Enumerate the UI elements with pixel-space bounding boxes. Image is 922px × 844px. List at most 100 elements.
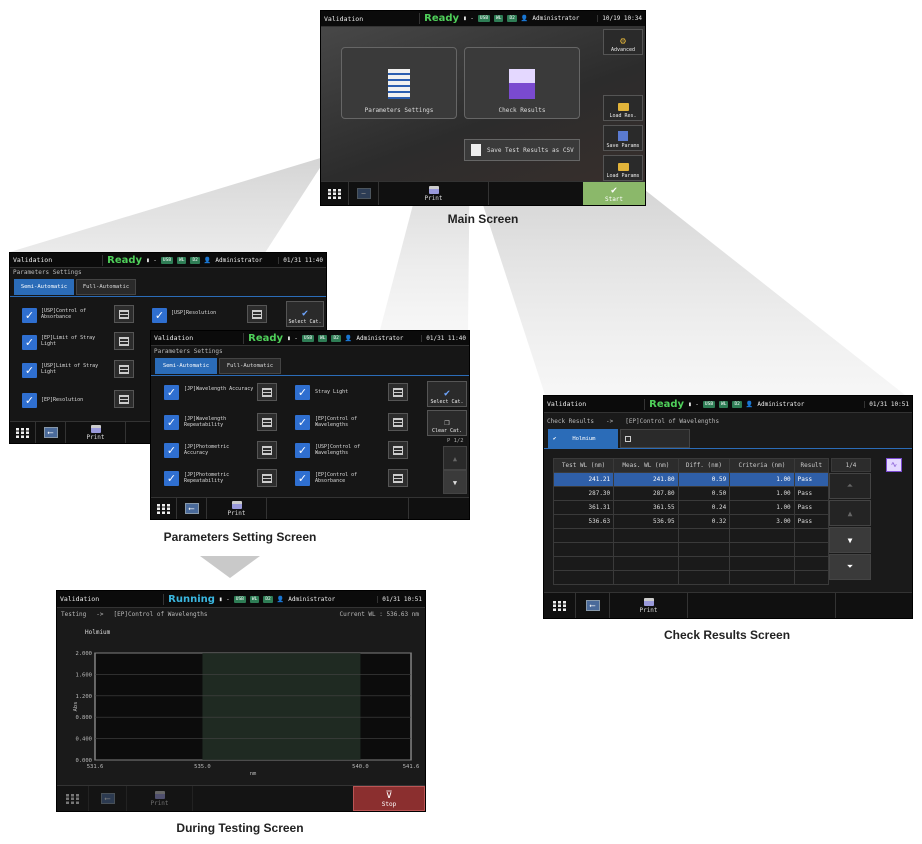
start-button[interactable]: ✔Start — [583, 182, 645, 205]
param-detail-button[interactable] — [257, 383, 277, 401]
grid-icon — [66, 793, 79, 804]
param-label: [JP]Photometric Accuracy — [184, 444, 230, 456]
select-category-button[interactable]: ✔ Select Cat. — [427, 381, 467, 407]
clear-category-button[interactable]: ❐ Clear Cat. — [427, 410, 467, 436]
table-cell: 1.00 — [729, 500, 795, 515]
parameters-settings-button[interactable]: Parameters Settings — [341, 47, 457, 119]
stop-button[interactable]: ⊽Stop — [353, 786, 425, 811]
printer-icon — [154, 790, 165, 799]
table-cell: 241.80 — [613, 472, 679, 487]
checkbox-jp-photometric-accuracy[interactable]: ✓ — [164, 443, 179, 458]
table-cell: 0.24 — [677, 500, 731, 515]
y-tick-label: 1.600 — [75, 672, 92, 678]
page-up-button[interactable]: ▲ — [829, 500, 871, 526]
back-button[interactable]: ⟵ — [576, 593, 610, 618]
back-button[interactable]: ⟵ — [36, 422, 66, 443]
page-down-button[interactable]: ▼ — [829, 527, 871, 553]
checkbox-usp-control-absorbance[interactable]: ✓ — [22, 308, 37, 323]
param-detail-button[interactable] — [114, 390, 134, 408]
floppy-icon — [618, 131, 628, 141]
checkbox-usp-resolution[interactable]: ✓ — [152, 308, 167, 323]
param-detail-button[interactable] — [257, 469, 277, 487]
checkbox-ep-control-wavelengths[interactable]: ✓ — [295, 415, 310, 430]
clock: 01/31 10:51 — [864, 400, 909, 408]
print-button[interactable]: Print — [66, 422, 126, 443]
d2-lamp-icon: D2 — [732, 400, 742, 408]
last-page-button[interactable]: ⏷ — [829, 554, 871, 580]
back-button[interactable]: ⟵ — [177, 498, 207, 519]
print-button[interactable]: Print — [127, 786, 193, 811]
param-detail-button[interactable] — [388, 383, 408, 401]
tab-semi-automatic[interactable]: Semi-Automatic — [155, 358, 217, 374]
back-arrow-icon: ⟵ — [43, 427, 58, 438]
table-cell: 0.50 — [677, 486, 731, 501]
back-button[interactable]: − — [349, 182, 379, 205]
tab-full-automatic[interactable]: Full-Automatic — [219, 358, 281, 374]
grid-icon — [157, 503, 170, 514]
tab-second[interactable] — [620, 429, 690, 448]
save-params-button[interactable]: Save Params — [603, 125, 643, 151]
page-up-button[interactable]: ▲ — [443, 446, 467, 470]
print-button[interactable]: Print — [610, 593, 688, 618]
user-icon: 👤 — [344, 334, 353, 342]
table-row — [552, 556, 830, 571]
menu-button[interactable] — [321, 182, 349, 205]
check-results-button[interactable]: Check Results — [464, 47, 580, 119]
param-detail-button[interactable] — [388, 441, 408, 459]
checkbox-jp-wavelength-accuracy[interactable]: ✓ — [164, 385, 179, 400]
check-circle-icon: ✔ — [610, 184, 618, 196]
menu-button[interactable] — [544, 593, 576, 618]
folder-icon — [617, 103, 629, 111]
tab-semi-automatic[interactable]: Semi-Automatic — [14, 279, 74, 295]
checkbox-ep-control-absorbance[interactable]: ✓ — [295, 471, 310, 486]
param-detail-button[interactable] — [388, 469, 408, 487]
checkbox-usp-stray-light[interactable]: ✓ — [22, 363, 37, 378]
param-detail-button[interactable] — [247, 305, 267, 323]
status-bar: Validation Ready ▮ - USB WL D2 👤 Adminis… — [10, 253, 326, 268]
param-detail-button[interactable] — [114, 332, 134, 350]
list-icon — [119, 336, 129, 346]
param-detail-button[interactable] — [114, 360, 134, 378]
checkbox-stray-light[interactable]: ✓ — [295, 385, 310, 400]
checkbox-ep-stray-light[interactable]: ✓ — [22, 335, 37, 350]
print-button[interactable]: Print — [207, 498, 267, 519]
tab-full-automatic[interactable]: Full-Automatic — [76, 279, 136, 295]
first-page-button[interactable]: ⏶ — [829, 473, 871, 499]
advanced-button[interactable]: ⚙ Advanced — [603, 29, 643, 55]
mode-indicator: ▮ - — [463, 15, 474, 22]
param-detail-button[interactable] — [114, 305, 134, 323]
printer-icon — [231, 500, 242, 509]
checkbox-usp-control-wavelengths[interactable]: ✓ — [295, 443, 310, 458]
print-button[interactable]: Print — [379, 182, 489, 205]
app-title: Validation — [154, 334, 194, 342]
mode-indicator: ▮ - — [146, 256, 157, 264]
column-header: Diff. (nm) — [677, 458, 731, 473]
y-tick-label: 0.400 — [75, 737, 92, 743]
back-button[interactable]: ⟵ — [89, 786, 127, 811]
table-cell: Pass — [793, 472, 830, 487]
param-detail-button[interactable] — [388, 413, 408, 431]
checkbox-jp-wavelength-repeatability[interactable]: ✓ — [164, 415, 179, 430]
menu-button[interactable] — [151, 498, 177, 519]
param-detail-button[interactable] — [257, 441, 277, 459]
load-params-button[interactable]: Load Params — [603, 155, 643, 181]
page-down-button[interactable]: ▼ — [443, 470, 467, 494]
load-res-button[interactable]: Load Res. — [603, 95, 643, 121]
page-indicator: P 1/2 — [447, 438, 464, 444]
select-category-button[interactable]: ✔ Select Cat. — [286, 301, 324, 327]
save-csv-button[interactable]: Save Test Results as CSV — [464, 139, 580, 161]
param-detail-button[interactable] — [257, 413, 277, 431]
checkbox-jp-photometric-repeatability[interactable]: ✓ — [164, 471, 179, 486]
wl-lamp-icon: WL — [719, 400, 729, 408]
tab-holmium[interactable]: ✔Holmium — [548, 429, 618, 448]
menu-button[interactable] — [57, 786, 89, 811]
view-spectrum-icon[interactable]: ∿ — [886, 458, 902, 472]
triangle-up-icon: ▲ — [847, 508, 853, 518]
menu-button[interactable] — [10, 422, 36, 443]
checkbox-ep-resolution[interactable]: ✓ — [22, 393, 37, 408]
save-params-label: Save Params — [606, 143, 640, 149]
